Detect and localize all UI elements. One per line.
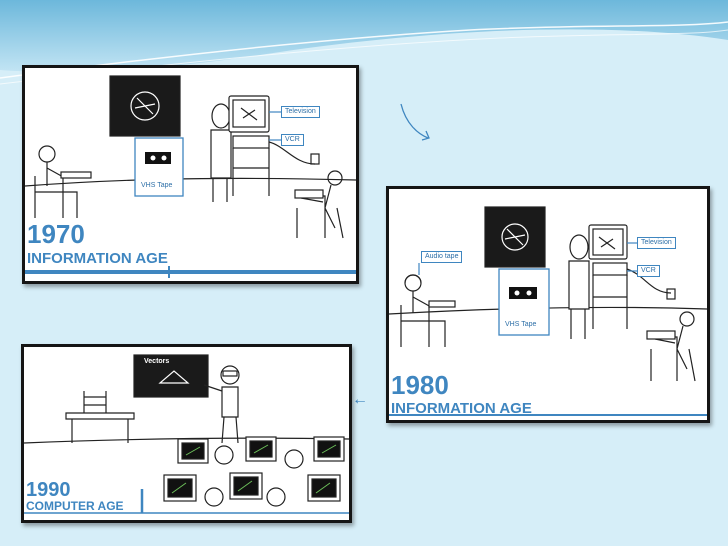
era-label-1990: COMPUTER AGE: [26, 499, 124, 513]
label-television-1980: Television: [637, 237, 676, 250]
year-1990: 1990: [26, 479, 71, 501]
left-arrow-icon: ←: [352, 391, 368, 408]
year-1970: 1970: [27, 219, 85, 249]
label-vhs-1980: VHS Tape: [505, 321, 537, 330]
label-vhs-1970: VHS Tape: [141, 182, 173, 191]
label-audio-tape: Audio tape: [421, 251, 463, 264]
blackboard-text: Vectors: [144, 358, 170, 365]
year-1980: 1980: [391, 370, 449, 400]
panel-1980: Audio tape Television VCR VHS Tape 1980 …: [386, 186, 710, 423]
label-vcr-1980: VCR: [637, 265, 660, 278]
label-television-1970: Television: [281, 106, 320, 119]
panel-1970-illustration: [25, 75, 356, 278]
panel-1980-illustration: [389, 206, 707, 416]
panel-1990-illustration: [24, 354, 349, 514]
curved-arrow-icon: [400, 103, 430, 141]
era-label-1970: INFORMATION AGE: [27, 250, 168, 267]
label-vcr-1970: VCR: [281, 134, 304, 147]
panel-1990: Vectors 1990 COMPUTER AGE: [21, 344, 352, 523]
era-label-1980: INFORMATION AGE: [391, 400, 532, 417]
panel-1970: Television VCR VHS Tape 1970 INFORMATION…: [22, 65, 359, 284]
